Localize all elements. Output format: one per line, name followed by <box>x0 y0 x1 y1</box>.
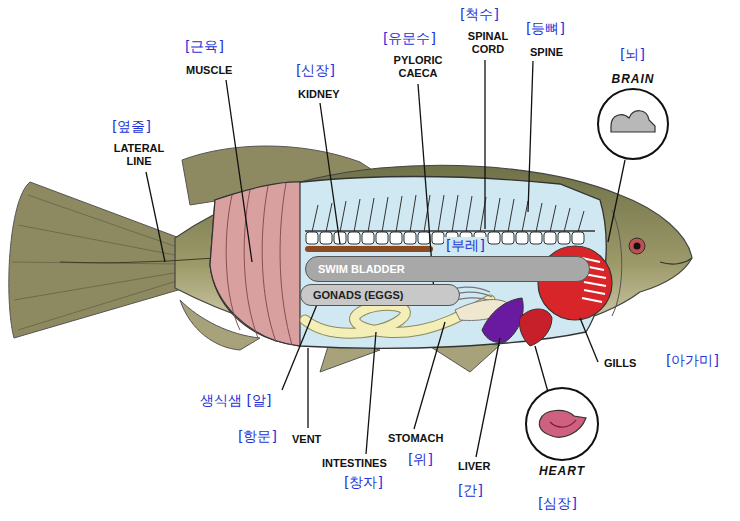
part-label: LIVER <box>458 460 490 473</box>
korean-label: [창자] <box>344 474 383 490</box>
korean-label: [유문수] <box>383 30 436 46</box>
gonads: GONADS (EGGS) <box>300 284 460 306</box>
korean-label: [척수] <box>460 6 499 22</box>
part-label: VENT <box>292 433 321 446</box>
korean-label: [항문] <box>238 428 277 444</box>
heart-circle: HEART <box>520 386 604 478</box>
swim-bladder: SWIM BLADDER <box>305 256 590 282</box>
heart-icon <box>520 386 604 462</box>
korean-label: [심장] <box>538 495 577 511</box>
korean-label: [등뼈] <box>526 20 565 36</box>
part-label: PYLORIC CAECA <box>386 54 450 79</box>
brain-circle: BRAIN <box>596 72 670 162</box>
node-text: HEART <box>520 464 604 478</box>
part-label: GILLS <box>604 357 636 370</box>
korean-label: [신장] <box>296 62 335 78</box>
korean-label: [위] <box>408 451 433 467</box>
part-label: LATERAL LINE <box>110 142 168 167</box>
part-label: SPINAL CORD <box>460 30 516 55</box>
korean-label: [부레] <box>444 237 487 253</box>
node-text: BRAIN <box>596 72 670 86</box>
part-label: KIDNEY <box>298 88 340 101</box>
korean-label: [옆줄] <box>112 118 151 134</box>
node-text: SWIM BLADDER <box>318 263 405 275</box>
part-label: MUSCLE <box>186 64 232 77</box>
korean-label: [아가미] <box>666 352 719 368</box>
part-label: INTESTINES <box>322 457 387 470</box>
node-text: GONADS (EGGS) <box>313 289 403 301</box>
korean-label: 생식샘 [알] <box>200 392 271 408</box>
part-label: STOMACH <box>388 432 443 445</box>
korean-label: [간] <box>458 482 483 498</box>
korean-label: [뇌] <box>620 46 645 62</box>
brain-icon <box>596 86 670 162</box>
part-label: SPINE <box>530 46 563 59</box>
korean-label: [근육] <box>185 38 224 54</box>
